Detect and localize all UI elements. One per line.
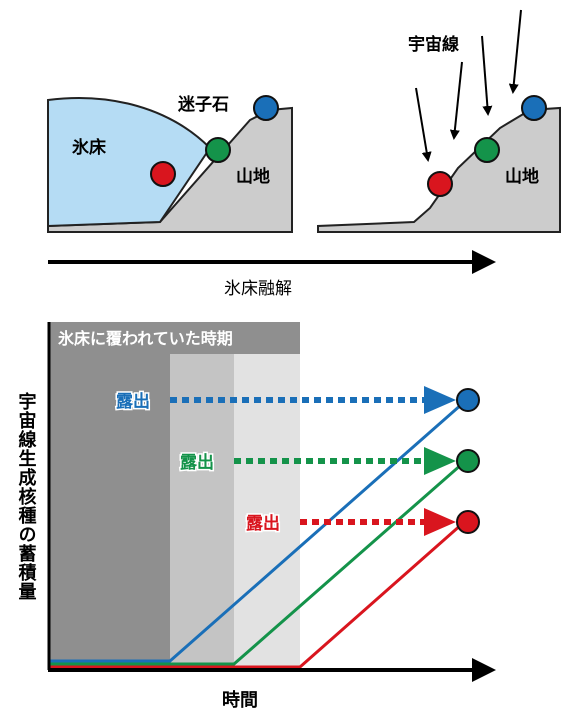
end-circle-red: [456, 510, 480, 534]
accumulation-line-blue: [50, 402, 463, 663]
cosmic-ray-arrow: [415, 87, 432, 162]
accumulation-line-red: [50, 522, 463, 669]
accumulation-graph: 氷床に覆われていた時期 露出 露出 露出 宇宙線生成核種の蓄積量 時間: [16, 322, 496, 711]
covered-period-label: 氷床に覆われていた時期: [58, 329, 233, 348]
exposure-label-blue: 露出: [116, 391, 150, 412]
y-axis-label: 宇宙線生成核種の蓄積量: [16, 391, 38, 601]
cosmic-ray-label: 宇宙線: [408, 34, 459, 55]
melt-arrow-head: [472, 250, 496, 274]
erratic-green: [474, 137, 500, 163]
exposure-label-green: 露出: [180, 452, 214, 473]
erratic-red: [427, 171, 453, 197]
exposure-arrowhead-blue: [424, 386, 456, 414]
x-axis-arrowhead: [472, 658, 496, 682]
covered-period-header: [50, 322, 300, 354]
end-circle-green: [456, 449, 480, 473]
erratic-blue: [521, 95, 547, 121]
mountain-label-right: 山地: [505, 166, 539, 187]
erratic-red-buried: [150, 161, 176, 187]
end-circle-blue: [456, 388, 480, 412]
erratic-green: [205, 137, 231, 163]
ice-sheet-label: 氷床: [72, 137, 107, 158]
period-band-dark: [50, 322, 170, 668]
cosmic-ray-arrow: [449, 61, 463, 140]
accumulation-line-green: [50, 462, 463, 666]
exposure-arrowhead-green: [424, 447, 456, 475]
cosmic-ray-arrow: [508, 9, 522, 94]
x-axis-label: 時間: [222, 690, 258, 711]
melt-timeline: 氷床融解: [48, 250, 496, 299]
exposure-label-red: 露出: [246, 513, 280, 534]
cosmic-ray-arrow: [481, 35, 493, 116]
exposure-arrowhead-red: [424, 508, 456, 536]
panel-after-melt: 山地 宇宙線: [317, 9, 561, 233]
mountain-label-left: 山地: [236, 166, 270, 187]
erratic-label: 迷子石: [177, 94, 229, 115]
melt-label: 氷床融解: [224, 279, 292, 299]
panel-before-melt: 氷床 迷子石 山地: [47, 94, 293, 233]
erratic-blue: [253, 95, 279, 121]
